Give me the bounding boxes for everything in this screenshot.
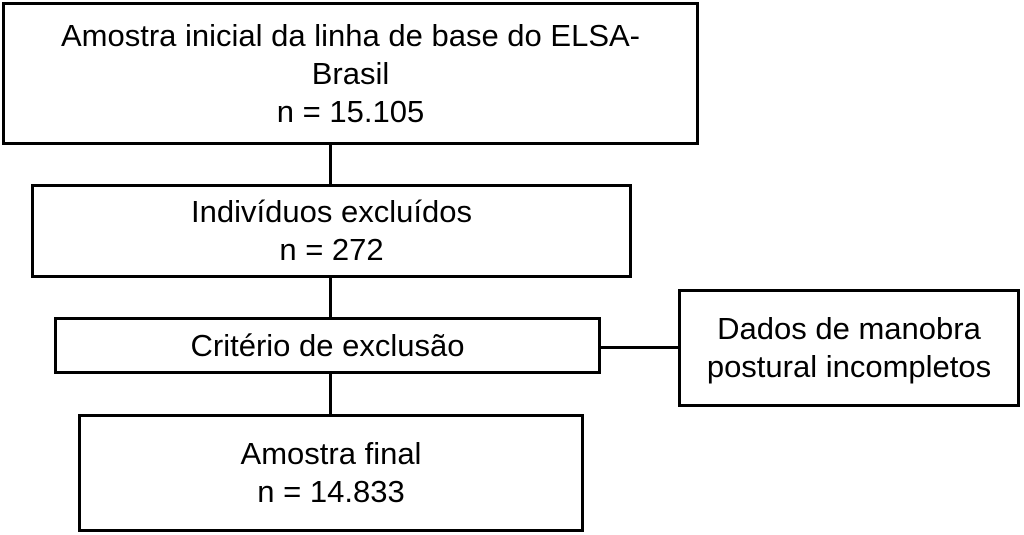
connector-criterion-to-incomplete (601, 346, 678, 349)
excluded-individuals-label: Indivíduos excluídos (191, 194, 472, 229)
initial-sample-count: n = 15.105 (276, 93, 425, 129)
connector-excluded-to-criterion (329, 278, 332, 317)
exclusion-criterion-box: Critério de exclusão (54, 317, 601, 374)
connector-initial-to-excluded (329, 145, 332, 184)
exclusion-criterion-label: Critério de exclusão (190, 327, 465, 363)
initial-sample-label-line1: Amostra inicial da linha de base do ELSA… (61, 17, 640, 53)
final-sample-box: Amostra final n = 14.833 (78, 414, 584, 532)
excluded-individuals-count: n = 272 (279, 232, 384, 267)
initial-sample-box: Amostra inicial da linha de base do ELSA… (2, 2, 699, 145)
final-sample-label: Amostra final (240, 436, 422, 471)
final-sample-count: n = 14.833 (257, 474, 405, 509)
initial-sample-label-line2: Brasil (311, 55, 390, 91)
excluded-individuals-box: Indivíduos excluídos n = 272 (31, 184, 632, 278)
incomplete-data-box: Dados de manobra postural incompletos (678, 289, 1020, 407)
incomplete-data-label-line1: Dados de manobra (717, 311, 981, 346)
connector-criterion-to-final (329, 374, 332, 414)
incomplete-data-label-line2: postural incompletos (706, 349, 992, 384)
